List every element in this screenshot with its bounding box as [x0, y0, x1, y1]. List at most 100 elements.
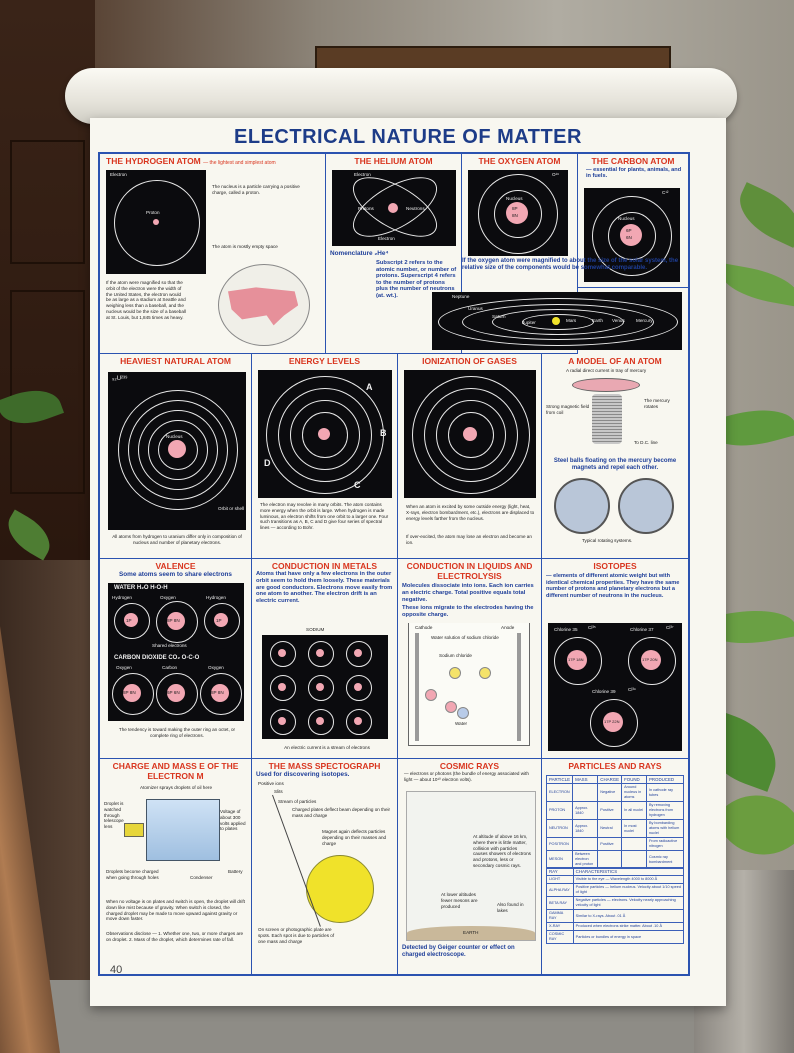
planet-label: Uranus — [468, 306, 483, 311]
panel-cosmic-rays: COSMIC RAYS — electrons or photons (the … — [398, 759, 542, 974]
atom-label: Carbon — [162, 665, 178, 670]
helium-nucleus — [388, 203, 398, 213]
table-header-cell: RAY — [546, 867, 574, 876]
cosmic-label: At altitude of above 16 km, where there … — [473, 834, 531, 868]
isotope-orbit — [554, 637, 602, 685]
table-cell: Produced when electrons strike matter. A… — [572, 922, 685, 931]
nucleus — [214, 613, 228, 627]
valence-diagram: WATER H₂O H-O-H Hydrogen Oxygen Hydrogen… — [108, 583, 244, 721]
carbon-symbol: C¹² — [662, 190, 669, 195]
spectrograph-label: Positive ions — [258, 781, 284, 786]
model-title: A MODEL OF AN ATOM — [568, 356, 662, 366]
energy-text: The electron may revolve in many orbits.… — [260, 502, 389, 531]
electron-orbit — [494, 190, 542, 238]
ion — [445, 701, 457, 713]
coil — [592, 394, 622, 444]
nucleus — [354, 717, 362, 725]
nucleus — [278, 717, 286, 725]
electron-orbit — [592, 196, 672, 276]
nucleus-label: 1P — [126, 618, 132, 623]
nucleus — [278, 683, 286, 691]
panel-hydrogen: THE HYDROGEN ATOM — the lightest and sim… — [100, 154, 326, 354]
isotope-nucleus-label: 17P 22N — [604, 719, 620, 724]
charge-observations: Observations disclose — 1. Whether one, … — [106, 931, 244, 942]
helium-nomenclature: Nomenclature ₂He⁴ — [330, 250, 389, 257]
panel-helium: THE HELIUM ATOM Electron Protons Neutron… — [326, 154, 462, 354]
energy-title: ENERGY LEVELS — [288, 356, 361, 366]
atom-ring — [308, 709, 334, 735]
electron-orbit — [148, 420, 208, 480]
us-shape — [228, 287, 299, 326]
poster-grid: THE HYDROGEN ATOM — the lightest and sim… — [98, 152, 690, 976]
ionization-text: When an atom is excited by some outside … — [406, 504, 535, 521]
panel-energy-levels: ENERGY LEVELS A B C D The electron may r… — [252, 354, 398, 559]
isotope-nucleus — [567, 650, 587, 670]
table-cell — [597, 850, 623, 869]
telescope — [124, 823, 144, 837]
valence-ring — [200, 673, 242, 715]
ionization-nucleus — [463, 427, 477, 441]
heaviest-text: All atoms from hydrogen to uranium diffe… — [112, 534, 242, 545]
table-cell: COSMIC RAY — [546, 930, 574, 944]
hydrogen-diagram: Electron Proton — [106, 170, 206, 274]
model-label: To D.C. line — [634, 440, 658, 445]
level-b: B — [380, 428, 387, 438]
particles-title: PARTICLES AND RAYS — [568, 761, 662, 771]
valence-title: VALENCE — [155, 561, 196, 571]
carbon-subtitle: — essential for plants, animals, and in … — [586, 167, 682, 179]
atom-ring — [346, 709, 372, 735]
nucleus-label: Nucleus — [166, 434, 183, 439]
table-cell: Negative — [597, 783, 623, 802]
valence-ring — [156, 673, 198, 715]
energy-nucleus — [318, 428, 330, 440]
energy-orbit — [412, 376, 530, 494]
nucleus — [124, 613, 138, 627]
nucleus — [211, 684, 229, 702]
table-cell: Neutral — [597, 819, 623, 838]
table-header-cell: CHARACTERISTICS — [572, 867, 685, 876]
isotope-orbit — [590, 699, 638, 747]
model-label: Strong magnetic field from coil — [546, 404, 590, 415]
proton-label: Proton — [146, 210, 160, 215]
charge-text: When no voltage is on plates and switch … — [106, 899, 245, 922]
isotope-nucleus-label: 17P 20N — [642, 657, 658, 662]
atom-ring — [270, 675, 296, 701]
panel-isotopes: ISOTOPES — elements of different atomic … — [542, 559, 688, 759]
energy-orbit — [448, 412, 494, 458]
rotating-system — [618, 478, 674, 534]
charge-title: CHARGE AND MASS E OF THE ELECTRON M — [112, 761, 239, 781]
valence-ring — [114, 603, 150, 639]
atom-label: Hydrogen — [206, 595, 226, 600]
solar-system-diagram: Neptune Uranus Saturn Jupiter Mars Earth… — [432, 292, 682, 350]
charge-label: Battery — [228, 869, 243, 874]
oxygen-diagram: Nucleus 8P 8N O¹⁶ — [468, 170, 568, 256]
solution-label: Water solution of sodium chloride — [431, 635, 499, 640]
electron-label: Electron — [354, 172, 371, 177]
electron-orbit — [478, 174, 558, 254]
nucleus — [316, 683, 324, 691]
us-map — [218, 264, 310, 346]
table-cell: From radioactive nitrogen — [645, 837, 685, 851]
model-caption: Typical rotating systems. — [582, 538, 633, 543]
table-cell: Between electron and proton — [572, 850, 599, 869]
atom-ring — [270, 709, 296, 735]
electrolysis-beaker: Cathode Anode Water solution of sodium c… — [408, 623, 530, 746]
panel-conduction-metals: CONDUCTION IN METALS Atoms that have onl… — [252, 559, 398, 759]
model-text: Steel balls floating on the mercury beco… — [553, 458, 677, 471]
cathode-electrode — [415, 633, 419, 741]
isotopes-text: — elements of different atomic weight bu… — [546, 573, 680, 599]
carbon-diagram: Nucleus 6P 6N C¹² — [584, 188, 680, 282]
table-cell: POSITRON — [545, 837, 574, 851]
oxygen-symbol: O¹⁶ — [552, 172, 559, 177]
planet-orbit — [522, 314, 594, 330]
uranium-diagram: ₉₂U²³⁹ Nucleus Orbit or shell — [108, 372, 246, 530]
metals-text: Atoms that have only a few electrons in … — [256, 571, 393, 605]
